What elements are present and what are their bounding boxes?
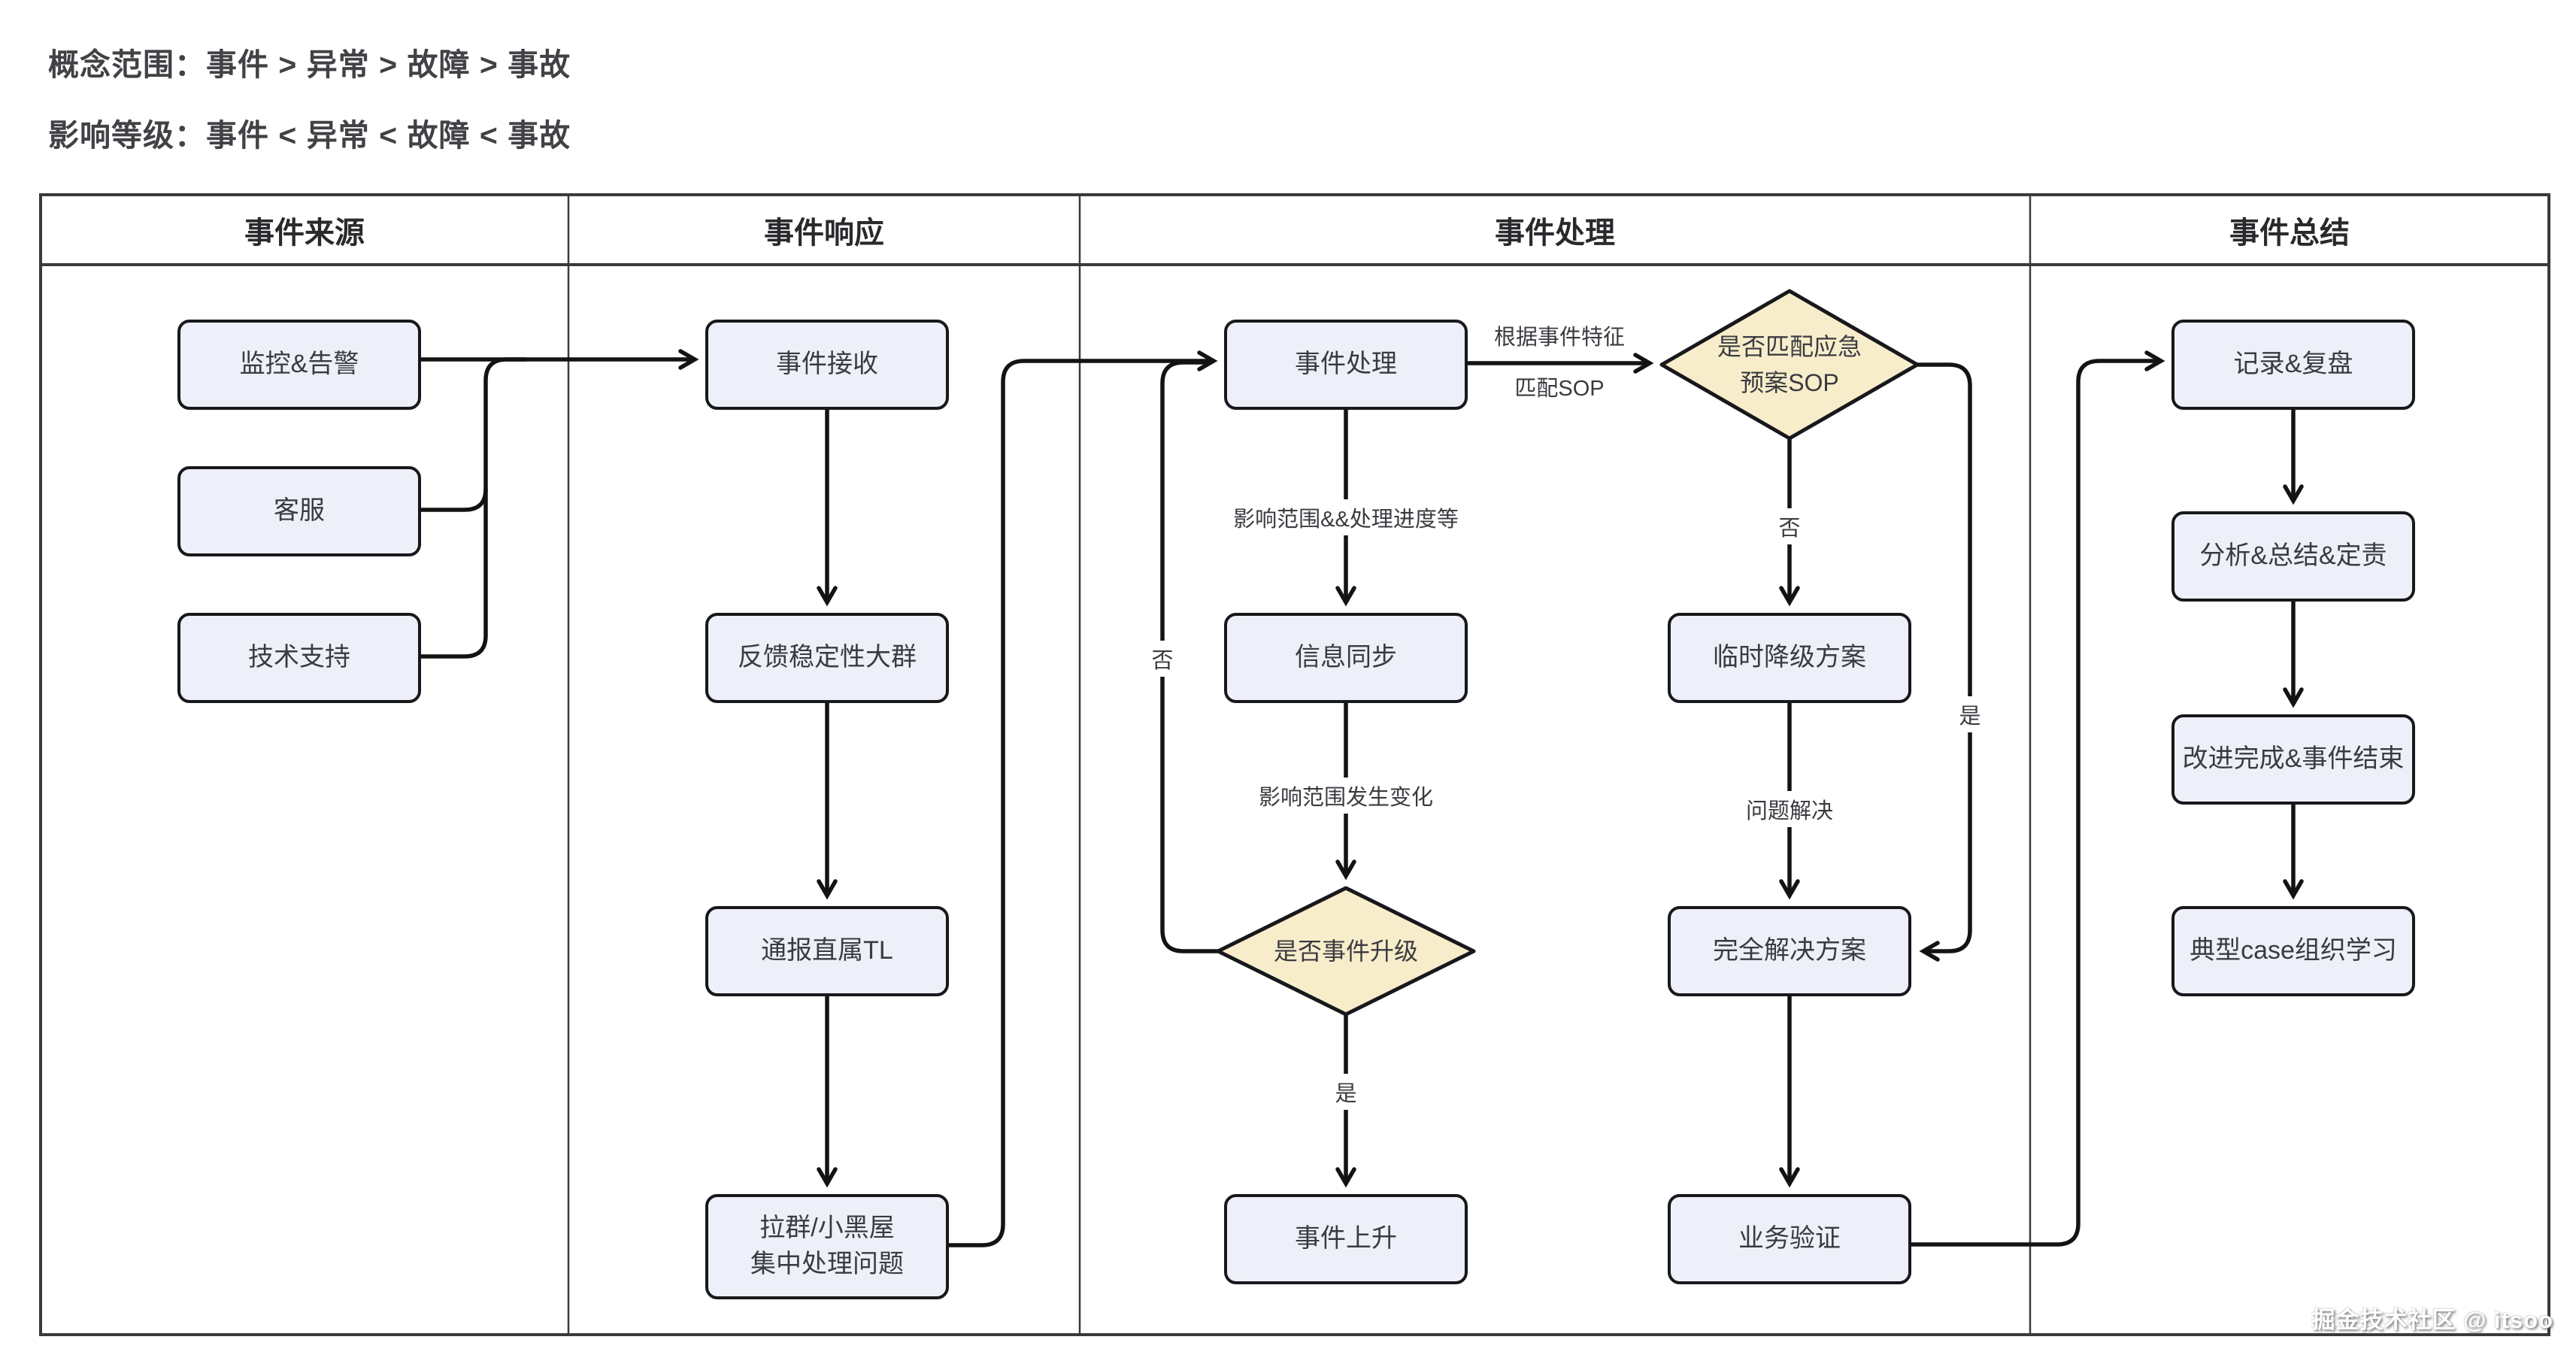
- concept-scope-note: 概念范围：事件 > 异常 > 故障 > 事故: [48, 47, 571, 82]
- decision-escalate-label: 是否事件升级: [1273, 938, 1418, 965]
- edge-label-problem-solved: 问题解决: [1738, 791, 1841, 827]
- decision-sop-match-label: 是否匹配应急 预案SOP: [1717, 333, 1862, 396]
- lane-header-summary: 事件总结: [2229, 217, 2350, 250]
- node-monitor-alert: 监控&告警: [177, 320, 421, 410]
- node-case-study: 典型case组织学习: [2171, 906, 2415, 996]
- edge-sop-decision-yes: [1917, 362, 1972, 962]
- node-tech-support: 技术支持: [177, 613, 421, 703]
- edge-label-sop-yes: 是: [1951, 696, 1989, 732]
- impact-level-note: 影响等级：事件 < 异常 < 故障 < 事故: [48, 118, 571, 153]
- node-full-solution: 完全解决方案: [1668, 906, 1911, 996]
- node-info-sync: 信息同步: [1224, 613, 1468, 703]
- edge-label-impact-progress: 影响范围&&处理进度等: [1226, 499, 1466, 535]
- edge-label-escalate-no: 否: [1144, 641, 1181, 677]
- edge-biz-verify-to-record-review: [1911, 350, 2165, 1247]
- decision-escalate-shape: [1216, 886, 1476, 1017]
- lane-header-source: 事件来源: [244, 217, 365, 250]
- node-record-review: 记录&复盘: [2171, 320, 2415, 410]
- node-customer-service: 客服: [177, 466, 421, 556]
- edge-label-impact-change: 影响范围发生变化: [1250, 777, 1441, 814]
- node-event-escalate: 事件上升: [1224, 1194, 1468, 1284]
- decision-sop-match-shape: [1659, 289, 1920, 441]
- edge-customer-service-merge: [421, 357, 526, 512]
- node-analyze-summarize: 分析&总结&定责: [2171, 511, 2415, 602]
- lane-header-response: 事件响应: [764, 217, 884, 250]
- node-temp-downgrade: 临时降级方案: [1668, 613, 1911, 703]
- node-business-verify: 业务验证: [1668, 1194, 1911, 1284]
- node-notify-tl: 通报直属TL: [705, 906, 949, 996]
- swimlane-table-border: [39, 193, 2550, 1336]
- node-event-receive: 事件接收: [705, 320, 949, 410]
- node-improve-done: 改进完成&事件结束: [2171, 714, 2415, 805]
- watermark: 掘金技术社区 @ itsoo: [2311, 1307, 2553, 1333]
- edge-label-match-sop: 根据事件特征 匹配SOP: [1493, 325, 1626, 401]
- edge-war-room-to-handle: [949, 350, 1218, 1247]
- node-war-room: 拉群/小黑屋 集中处理问题: [705, 1194, 949, 1299]
- node-event-handle: 事件处理: [1224, 320, 1468, 410]
- edge-tech-support-merge: [421, 489, 488, 659]
- edge-label-sop-no: 否: [1771, 508, 1808, 544]
- node-feedback-group: 反馈稳定性大群: [705, 613, 949, 703]
- lane-header-handling: 事件处理: [1495, 217, 1615, 250]
- edge-label-escalate-yes: 是: [1327, 1074, 1365, 1110]
